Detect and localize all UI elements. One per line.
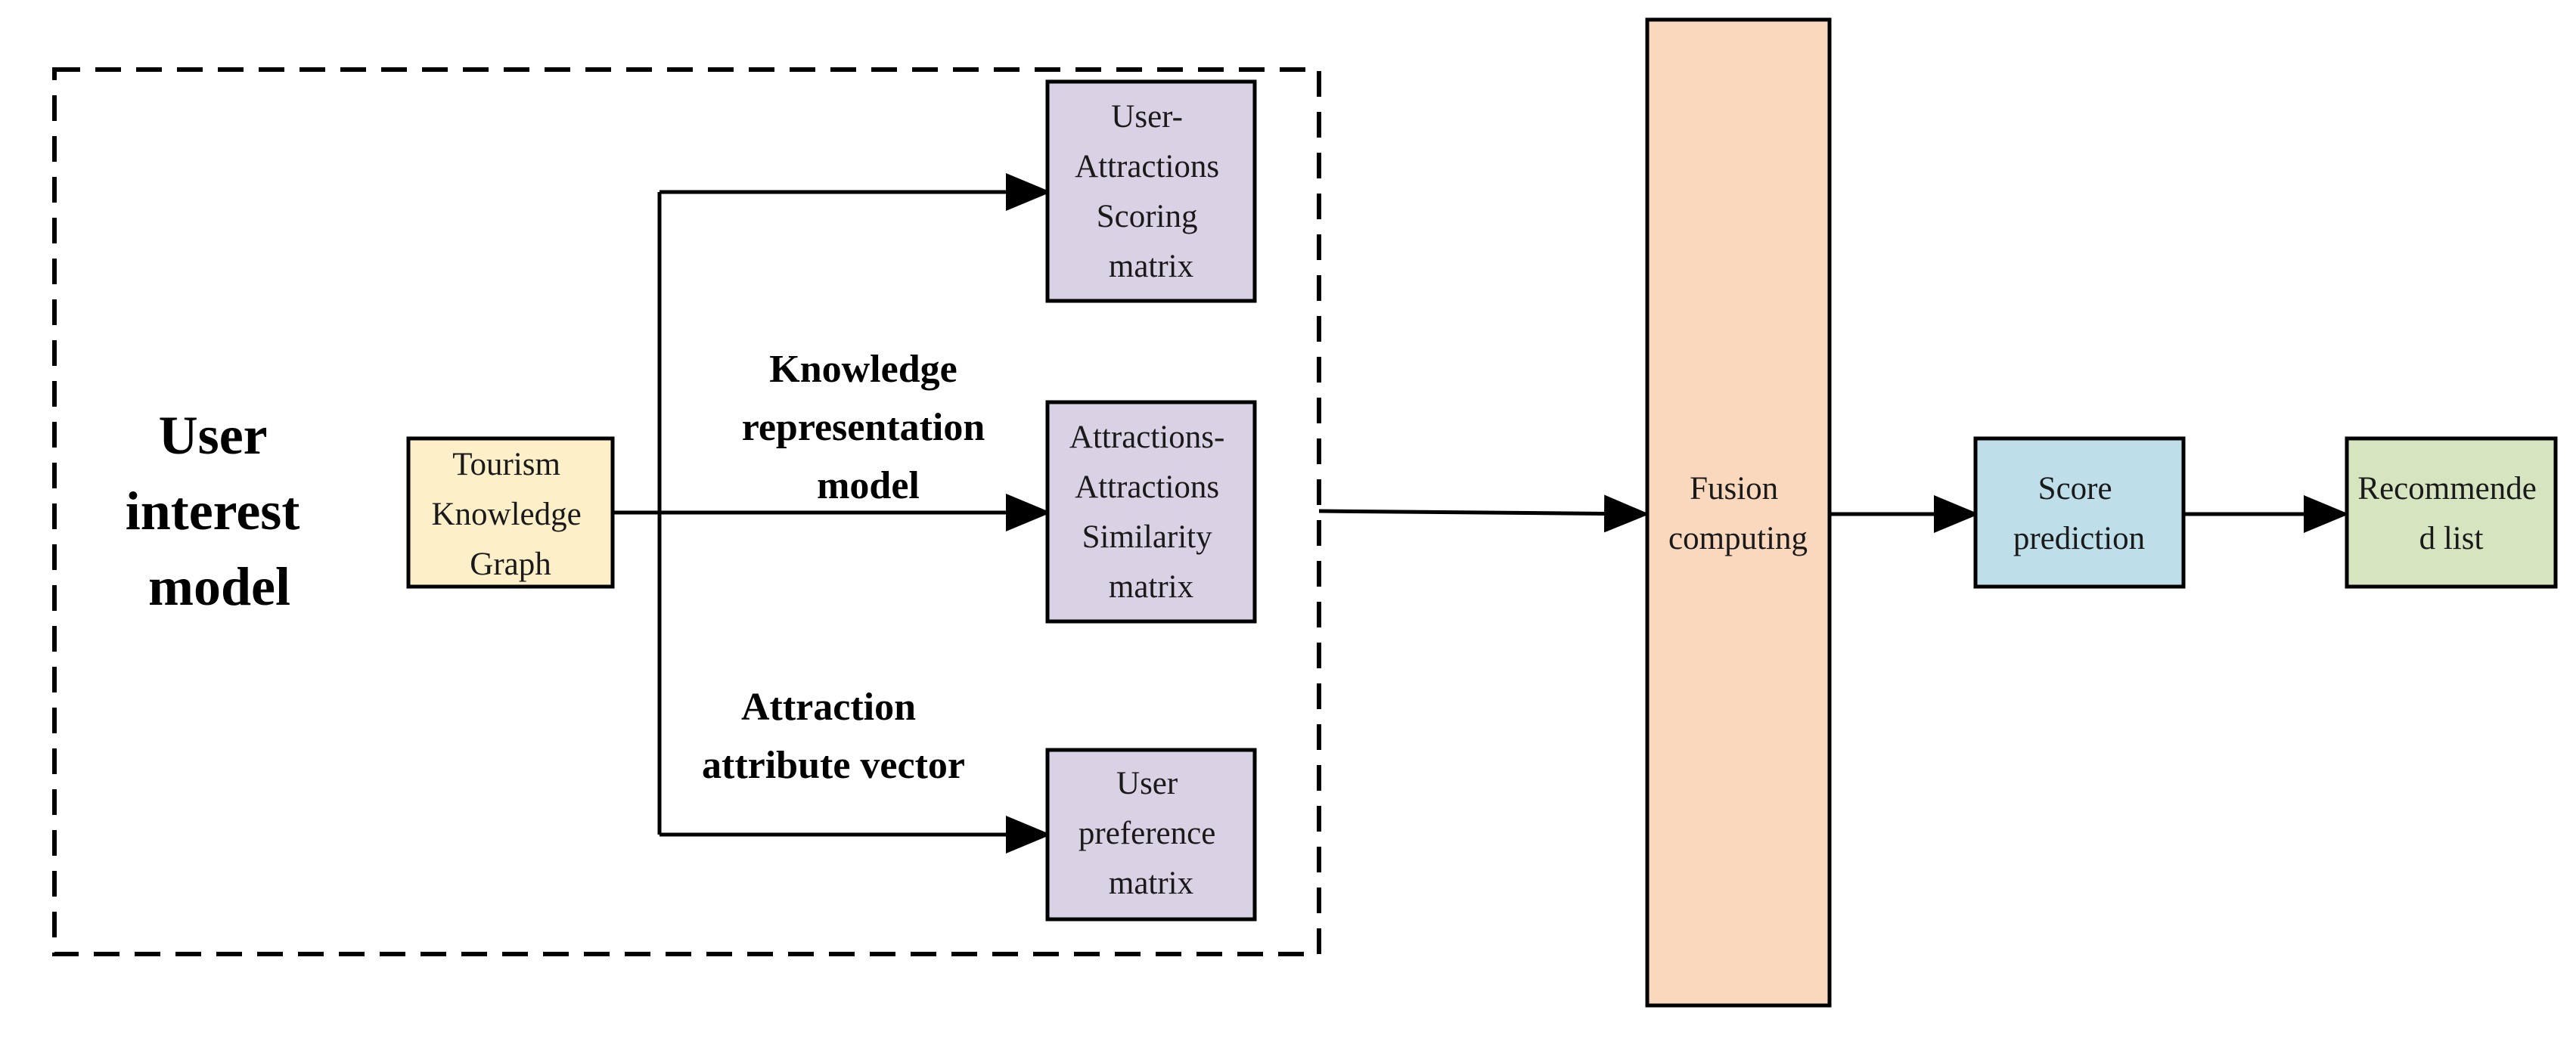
recommended-list-box — [2345, 436, 2558, 589]
preference-matrix-text: User preference matrix — [1079, 766, 1224, 901]
group-title-line-1: User — [159, 405, 267, 466]
fusion-computing-line-1: Fusion — [1690, 471, 1778, 507]
preference-matrix-line-2: preference — [1079, 816, 1215, 851]
branch-connectors — [613, 173, 2349, 853]
score-prediction-line-2: prediction — [2013, 521, 2145, 556]
similarity-matrix-line-2: Attractions — [1075, 469, 1219, 505]
scoring-matrix-line-1: User- — [1111, 99, 1183, 135]
recommended-list-line-2: d list — [2419, 521, 2484, 556]
attraction-attribute-line-2: attribute vector — [702, 744, 965, 787]
fusion-computing-text: Fusion computing — [1668, 471, 1808, 556]
recommended-list-text: Recommende d list — [2357, 471, 2544, 556]
scoring-matrix-line-4: matrix — [1109, 249, 1193, 284]
preference-matrix-box — [1045, 748, 1257, 922]
group-title-line-2: interest — [126, 481, 300, 541]
group-title: User interest model — [126, 405, 314, 617]
scoring-matrix-text: User- Attractions Scoring matrix — [1075, 99, 1227, 284]
tourism-knowledge-graph-line-2: Knowledge — [432, 497, 582, 532]
recommended-list-line-1: Recommende — [2357, 471, 2536, 507]
score-prediction-line-1: Score — [2038, 471, 2112, 507]
scoring-matrix-line-2: Attractions — [1075, 149, 1219, 184]
similarity-matrix-line-1: Attractions- — [1069, 420, 1224, 455]
recommended-list-node: Recommende d list — [2345, 436, 2558, 589]
tourism-knowledge-graph-box — [406, 436, 615, 589]
similarity-matrix-line-3: Similarity — [1082, 519, 1213, 555]
tourism-knowledge-graph-node: Tourism Knowledge Graph — [406, 436, 615, 589]
preference-matrix-line-3: matrix — [1109, 866, 1193, 901]
group-title-line-3: model — [148, 556, 290, 617]
fusion-computing-box — [1645, 17, 1832, 1008]
similarity-matrix-text: Attractions- Attractions Similarity matr… — [1069, 420, 1233, 605]
preference-matrix-line-1: User — [1116, 766, 1178, 801]
score-prediction-node: Score prediction — [1973, 436, 2186, 589]
scoring-matrix-node: User- Attractions Scoring matrix — [1045, 79, 1257, 303]
scoring-matrix-line-3: Scoring — [1097, 199, 1198, 234]
attraction-attribute-line-1: Attraction — [741, 686, 916, 729]
preference-matrix-node: User preference matrix — [1045, 748, 1257, 922]
scoring-matrix-box — [1045, 79, 1257, 303]
similarity-matrix-line-4: matrix — [1109, 569, 1193, 605]
attraction-attribute-label: Attraction attribute vector — [702, 686, 965, 787]
score-prediction-text: Score prediction — [2013, 471, 2145, 556]
similarity-matrix-box — [1045, 400, 1257, 624]
tourism-knowledge-graph-line-1: Tourism — [452, 447, 560, 482]
knowledge-representation-line-2: representation — [742, 406, 985, 449]
fusion-computing-line-2: computing — [1668, 521, 1808, 556]
knowledge-representation-label: Knowledge representation model — [742, 348, 995, 507]
fusion-computing-node: Fusion computing — [1645, 17, 1832, 1008]
score-prediction-box — [1973, 436, 2186, 589]
user-interest-model-group — [52, 67, 1321, 956]
tourism-knowledge-graph-text: Tourism Knowledge Graph — [432, 447, 590, 582]
knowledge-representation-line-3: model — [817, 464, 920, 507]
tourism-knowledge-graph-line-3: Graph — [470, 547, 551, 582]
knowledge-representation-line-1: Knowledge — [769, 348, 957, 391]
similarity-matrix-node: Attractions- Attractions Similarity matr… — [1045, 400, 1257, 624]
edge-group-to-fusion — [1318, 494, 1650, 533]
